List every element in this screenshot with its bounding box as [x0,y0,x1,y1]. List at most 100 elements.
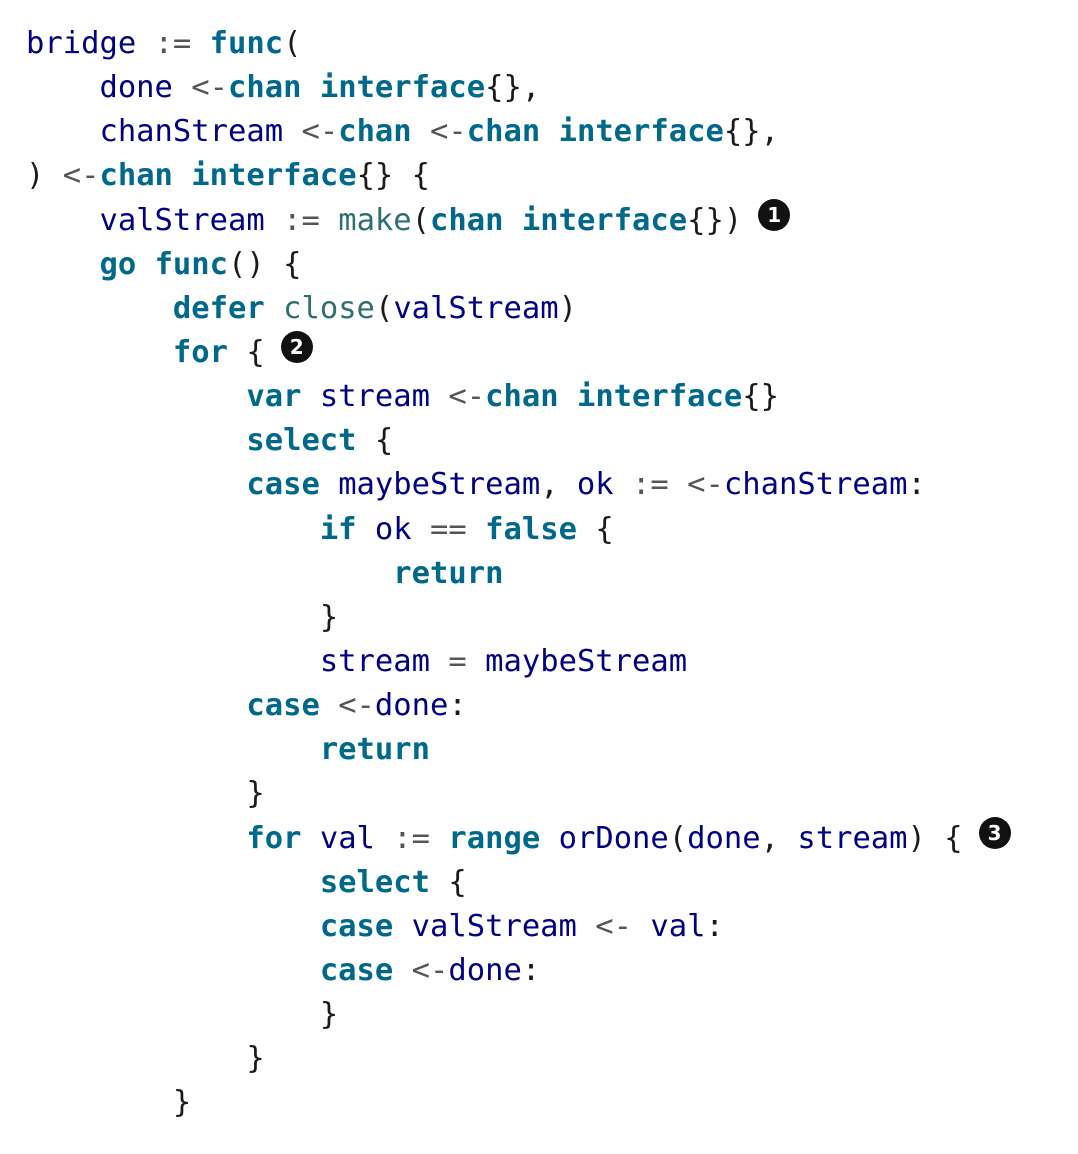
code-indent [26,467,246,502]
code-operator: <- [191,70,229,106]
code-keyword: go [99,246,137,282]
code-punctuation [467,644,485,679]
code-punctuation [320,467,338,502]
code-line: } [26,1081,1011,1125]
code-operator: <- [62,158,100,194]
code-punctuation [632,909,650,944]
code-punctuation [320,203,338,238]
code-punctuation: ( [668,820,688,856]
code-identifier: orDone [558,820,669,856]
code-line: if ok == false { [26,508,1011,552]
code-punctuation [136,247,154,282]
code-punctuation: { [576,511,614,547]
code-operator: := [283,202,320,238]
code-line: case maybeStream, ok := <-chanStream: [26,463,1011,507]
code-punctuation: {} [742,379,779,415]
code-keyword: interface [576,379,743,415]
code-identifier: valStream [99,202,265,238]
code-punctuation [430,379,448,414]
code-punctuation: { [356,423,394,459]
code-punctuation [301,70,319,105]
code-punctuation [301,821,319,856]
code-punctuation [412,512,430,547]
code-line: case <-done: [26,684,1011,728]
code-keyword: chan [99,158,173,194]
code-identifier: chanStream [99,114,284,150]
code-line: for {2 [26,331,1011,375]
code-punctuation [540,821,558,856]
code-indent [26,70,99,105]
code-line: done <-chan interface{}, [26,66,1011,110]
code-keyword: return [319,732,430,768]
code-keyword: chan [430,202,504,238]
callout-marker: 2 [280,331,313,364]
code-punctuation [375,821,393,856]
code-punctuation: ) [558,290,577,326]
code-identifier: stream [797,820,908,856]
code-punctuation: : [705,908,724,944]
code-punctuation [265,291,283,326]
code-line: return [26,552,1011,596]
code-indent [26,865,320,900]
code-punctuation [393,909,411,944]
code-indent [26,335,173,370]
code-punctuation: { [228,334,265,370]
code-keyword: case [246,467,320,503]
code-operator: = [448,643,467,679]
code-indent [26,821,246,856]
code-identifier: done [448,952,522,988]
code-line: return [26,728,1011,772]
code-indent [26,953,320,988]
code-punctuation [320,688,338,723]
code-keyword: select [319,864,430,900]
code-keyword: chan [338,114,412,150]
code-punctuation [430,644,448,679]
code-punctuation: : [521,952,541,988]
code-indent [26,600,320,635]
code-punctuation [669,467,687,502]
code-punctuation: {}, [485,70,541,106]
code-keyword: select [246,423,357,459]
code-punctuation: } [319,599,339,635]
code-punctuation: () { [228,246,302,282]
code-keyword: range [448,820,541,856]
code-punctuation: } [246,776,265,812]
code-punctuation [503,203,521,238]
code-identifier: bridge [26,26,137,61]
code-punctuation [136,26,154,61]
code-punctuation: } [319,997,339,1033]
code-indent [26,1041,246,1076]
code-identifier: maybeStream [485,643,688,679]
code-keyword: chan [228,70,302,106]
code-indent [26,688,246,723]
code-line: defer close(valStream) [26,287,1011,331]
code-keyword: interface [319,70,486,106]
code-listing: bridge := func( done <-chan interface{},… [26,22,1011,1126]
code-punctuation [430,821,448,856]
code-indent [26,203,99,238]
code-operator: := [393,820,431,856]
code-line: valStream := make(chan interface{})1 [26,199,1011,243]
code-keyword: case [319,908,394,944]
code-keyword: case [246,688,320,724]
code-punctuation [357,512,375,547]
code-identifier: chanStream [723,467,908,503]
code-punctuation [301,379,319,414]
code-identifier: ok [576,467,614,503]
code-indent [26,512,320,547]
code-identifier: done [687,820,761,856]
code-punctuation [467,512,485,547]
code-identifier: val [319,820,375,856]
code-identifier: done [99,70,173,106]
code-indent [26,644,320,679]
code-indent [26,732,320,767]
callout-marker: 1 [758,199,791,232]
code-punctuation [173,70,191,105]
code-line: chanStream <-chan <-chan interface{}, [26,110,1011,154]
code-identifier: stream [319,643,430,679]
code-line: case <-done: [26,949,1011,993]
code-punctuation: ) [26,158,63,194]
code-keyword: chan [485,379,559,415]
code-line: for val := range orDone(done, stream) {3 [26,817,1011,861]
code-indent [26,379,246,414]
